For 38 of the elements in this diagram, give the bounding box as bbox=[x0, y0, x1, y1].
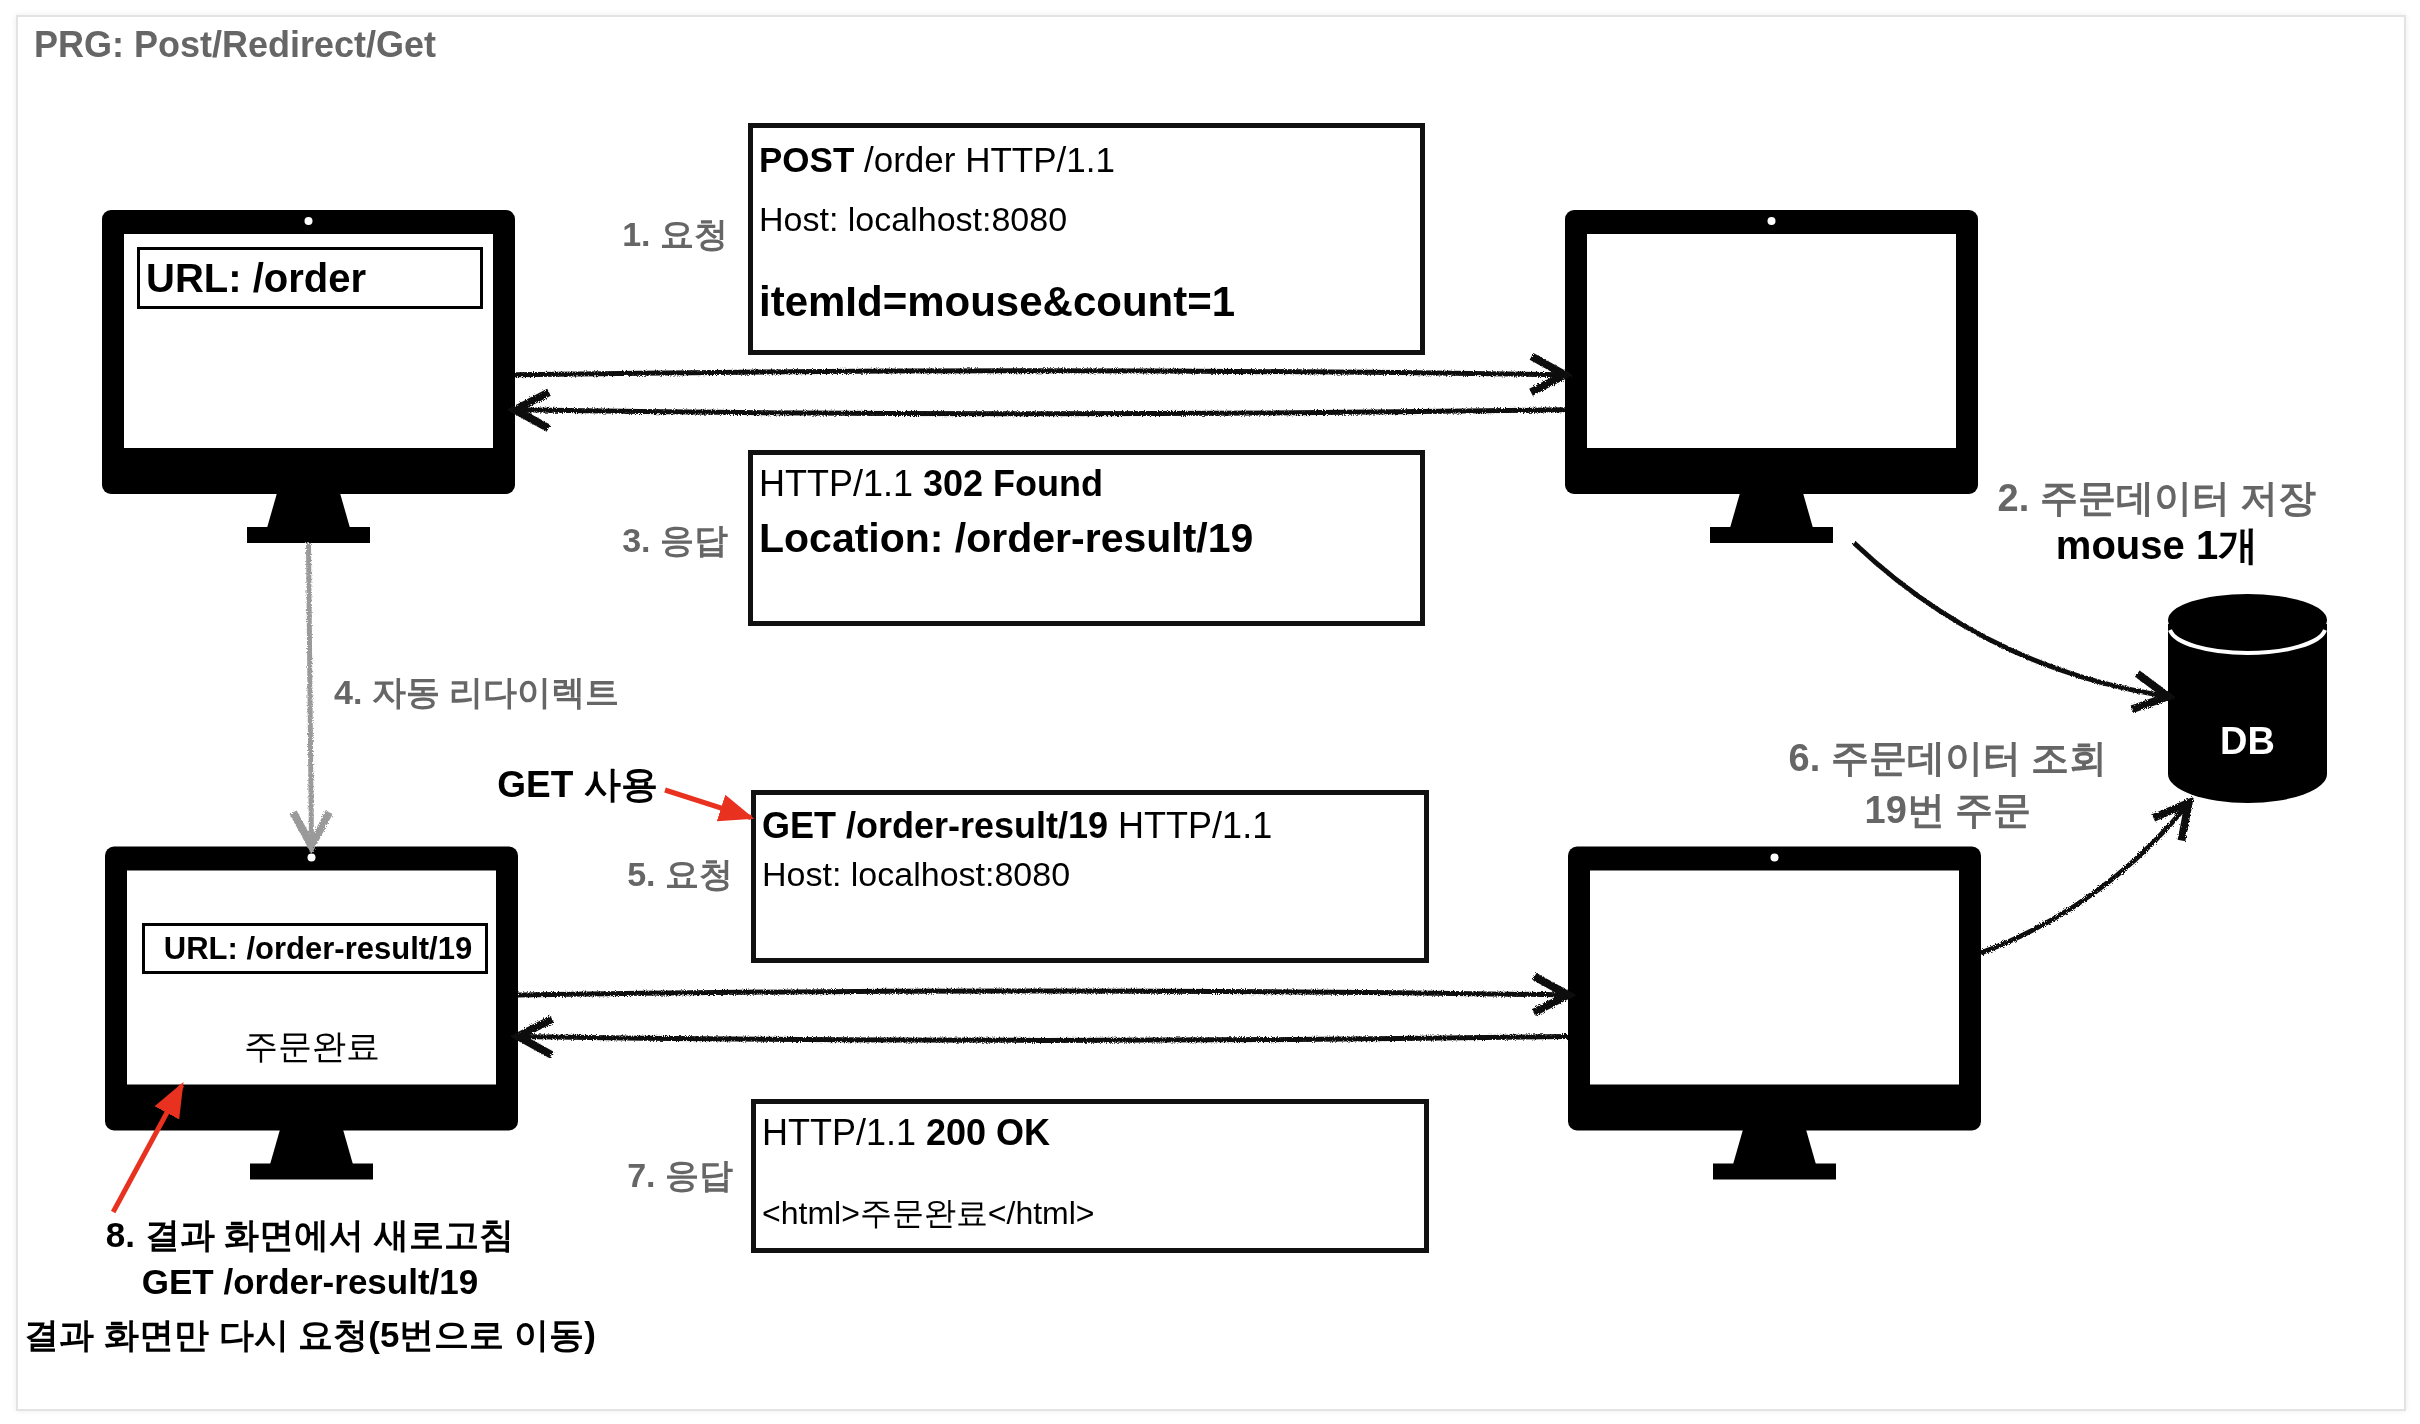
screen-text: 주문완료 bbox=[242, 1026, 381, 1067]
arrow bbox=[1980, 799, 2193, 956]
database-label: DB bbox=[2219, 720, 2276, 763]
http-message-line: <html>주문완료</html> bbox=[762, 1194, 1095, 1233]
http-message-line: itemId=mouse&count=1 bbox=[759, 278, 1236, 326]
annotation-text: 결과 화면만 다시 요청(5번으로 이동) bbox=[23, 1314, 597, 1356]
http-message-box bbox=[751, 790, 1429, 963]
url-bar: URL: /order bbox=[137, 247, 483, 309]
url-bar: URL: /order-result/19 bbox=[142, 923, 488, 974]
arrow bbox=[1852, 541, 2172, 713]
http-message-box bbox=[748, 450, 1425, 626]
step-label: 2. 주문데이터 저장 bbox=[1996, 476, 2318, 521]
annotation-text: GET 사용 bbox=[496, 763, 659, 807]
http-message-line: Location: /order-result/19 bbox=[759, 515, 1254, 562]
http-message-line: HTTP/1.1 302 Found bbox=[759, 463, 1104, 505]
step-label: 5. 요청 bbox=[626, 854, 733, 895]
arrow bbox=[511, 388, 1566, 433]
annotation-text: GET /order-result/19 bbox=[140, 1262, 480, 1302]
http-message-line: GET /order-result/19 HTTP/1.1 bbox=[762, 805, 1273, 847]
step-label: 3. 응답 bbox=[621, 520, 728, 561]
step-label: 19번 주문 bbox=[1863, 788, 2033, 833]
http-message-line: POST /order HTTP/1.1 bbox=[759, 140, 1115, 180]
step-label: mouse 1개 bbox=[2054, 522, 2260, 569]
http-message-line: Host: localhost:8080 bbox=[762, 855, 1071, 894]
http-message-box bbox=[748, 123, 1425, 355]
diagram-title: PRG: Post/Redirect/Get bbox=[34, 24, 437, 66]
http-message-box bbox=[751, 1099, 1429, 1253]
step-label: 7. 응답 bbox=[626, 1155, 733, 1196]
arrow bbox=[514, 1014, 1569, 1059]
http-message-line: HTTP/1.1 200 OK bbox=[762, 1112, 1051, 1154]
http-message-line: Host: localhost:8080 bbox=[759, 200, 1068, 239]
arrow bbox=[514, 352, 1569, 397]
step-label: 1. 요청 bbox=[621, 214, 728, 255]
annotation-text: 8. 결과 화면에서 새로고침 bbox=[104, 1214, 516, 1256]
arrow bbox=[289, 542, 334, 850]
step-label: 6. 주문데이터 조회 bbox=[1787, 736, 2109, 781]
arrow bbox=[111, 1082, 184, 1214]
arrow bbox=[517, 972, 1572, 1017]
